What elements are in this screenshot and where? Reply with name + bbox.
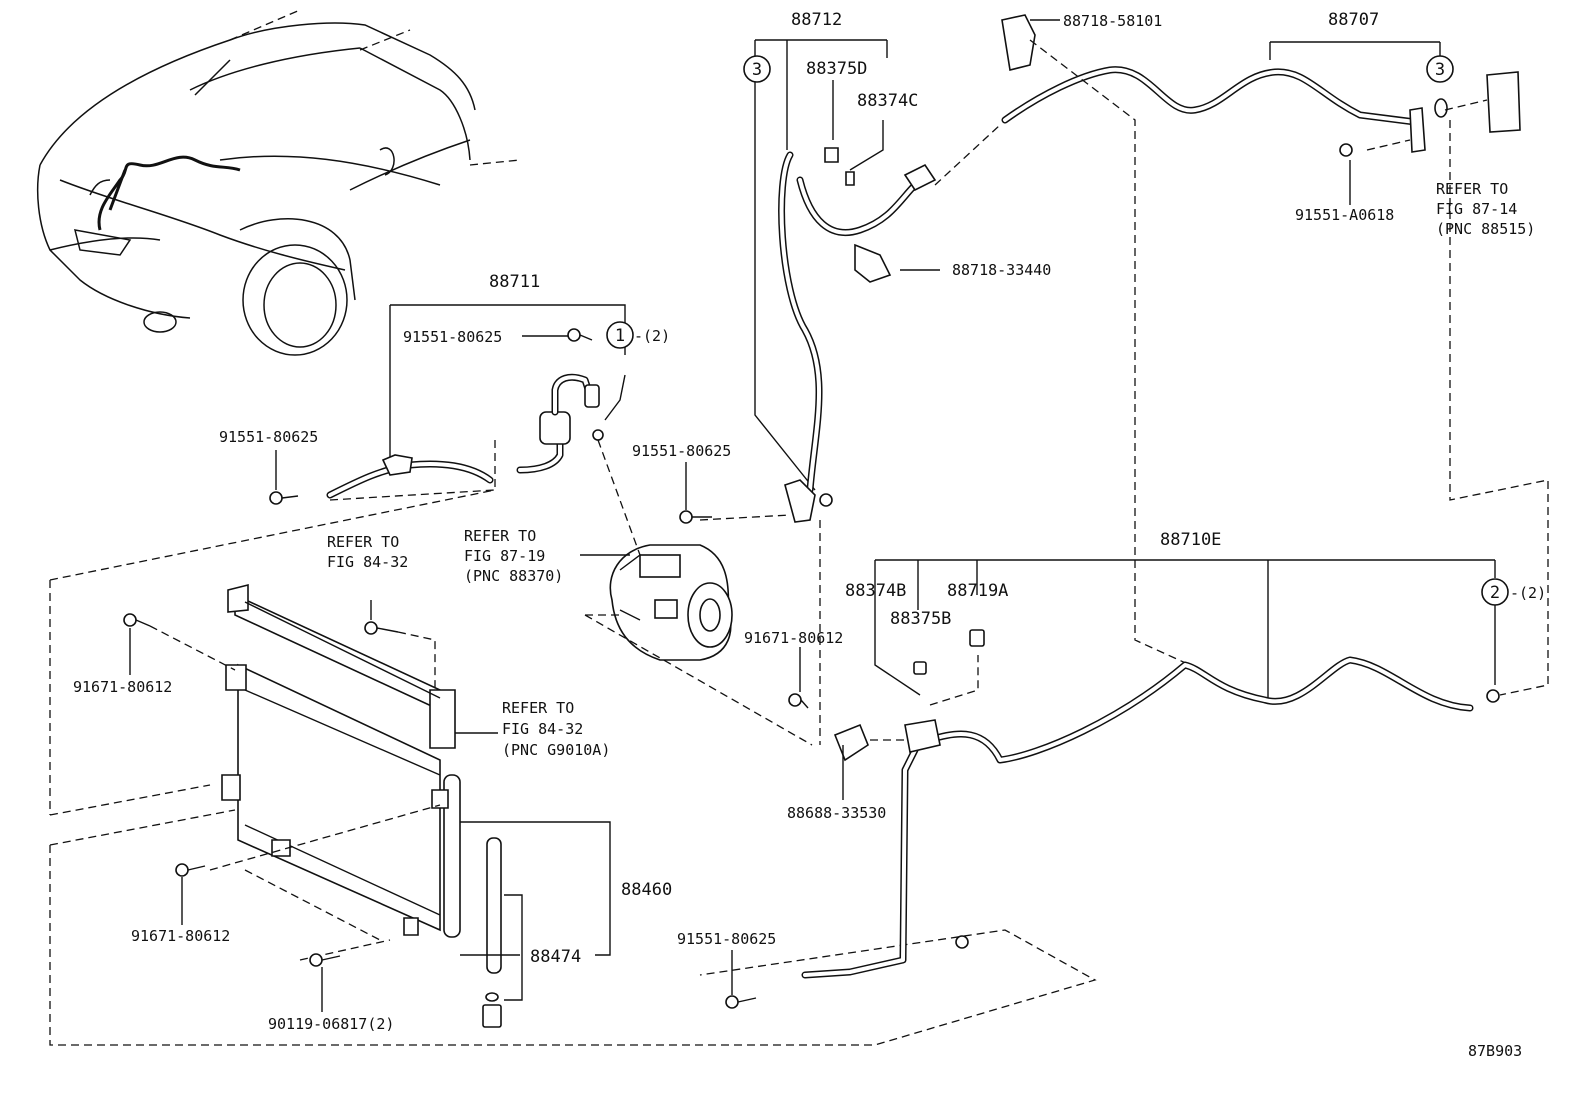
label-88719A: 88719A xyxy=(947,581,1008,601)
label-91551-80625-top: 91551-80625 xyxy=(403,328,502,346)
ref-84-32-top-line1: REFER TO xyxy=(327,533,399,551)
label-88718-33440: 88718-33440 xyxy=(952,261,1051,279)
label-88718-58101: 88718-58101 xyxy=(1063,12,1162,30)
suction-hose-88712-group xyxy=(699,39,1001,745)
label-91671-80612-center: 91671-80612 xyxy=(744,629,843,647)
callout-circles: 3 3 1 2 -(2) -(2) xyxy=(606,55,1546,606)
callout-2 xyxy=(1481,578,1509,606)
ref-84-32-side-line2: FIG 84-32 xyxy=(502,720,583,738)
ref-87-19-line1: REFER TO xyxy=(464,527,536,545)
ref-87-19-line3: (PNC 88370) xyxy=(464,567,563,585)
liquid-tube-88710E-group xyxy=(584,559,1500,979)
label-88711: 88711 xyxy=(489,272,540,292)
label-91551-80625-mid: 91551-80625 xyxy=(632,442,731,460)
figure-code: 87B903 xyxy=(1468,1042,1522,1060)
ref-84-32-top-line2: FIG 84-32 xyxy=(327,553,408,571)
label-88374C: 88374C xyxy=(857,91,918,111)
label-88375D: 88375D xyxy=(806,59,867,79)
callout-3-left-label: 3 xyxy=(752,60,762,80)
label-91551-A0618: 91551-A0618 xyxy=(1295,206,1394,224)
label-91671-80612-bottom: 91671-80612 xyxy=(131,927,230,945)
label-91551-80625-left: 91551-80625 xyxy=(219,428,318,446)
discharge-hose-88711-group xyxy=(326,304,626,501)
callout-3-left xyxy=(743,55,771,83)
callout-1-label: 1 xyxy=(615,326,625,346)
part-number-labels: 88712 88718-58101 88707 88375D 88374C 88… xyxy=(73,10,1394,1033)
label-88474: 88474 xyxy=(530,947,581,967)
callout-1 xyxy=(606,321,634,349)
ref-87-14-line1: REFER TO xyxy=(1436,180,1508,198)
condenser-88460-assembly xyxy=(49,489,1097,1046)
callout-3-right xyxy=(1426,55,1454,83)
ref-87-14-line3: (PNC 88515) xyxy=(1436,220,1535,238)
label-88460: 88460 xyxy=(621,880,672,900)
callout-1-qty: -(2) xyxy=(634,327,670,345)
bolt-markers xyxy=(123,328,809,1009)
label-88712: 88712 xyxy=(791,10,842,30)
ref-87-19-line2: FIG 87-19 xyxy=(464,547,545,565)
ref-84-32-side-line1: REFER TO xyxy=(502,699,574,717)
vehicle-outline-illustration xyxy=(36,9,521,356)
label-91551-80625-bottom: 91551-80625 xyxy=(677,930,776,948)
label-91671-80612-left: 91671-80612 xyxy=(73,678,172,696)
ref-87-14-line2: FIG 87-14 xyxy=(1436,200,1517,218)
compressor xyxy=(585,439,733,661)
callout-2-label: 2 xyxy=(1490,583,1500,603)
label-88707: 88707 xyxy=(1328,10,1379,30)
label-90119-06817: 90119-06817(2) xyxy=(268,1015,394,1033)
label-88374B: 88374B xyxy=(845,581,906,601)
callout-3-right-label: 3 xyxy=(1435,60,1445,80)
reference-notes: REFER TO FIG 87-14 (PNC 88515) REFER TO … xyxy=(327,180,1535,759)
leader-lines xyxy=(129,269,940,1012)
label-88710E: 88710E xyxy=(1160,530,1221,550)
tube-88707-group xyxy=(1001,14,1549,696)
label-88375B: 88375B xyxy=(890,609,951,629)
callout-2-qty: -(2) xyxy=(1510,584,1546,602)
label-88688-33530: 88688-33530 xyxy=(787,804,886,822)
ref-84-32-side-line3: (PNC G9010A) xyxy=(502,741,610,759)
